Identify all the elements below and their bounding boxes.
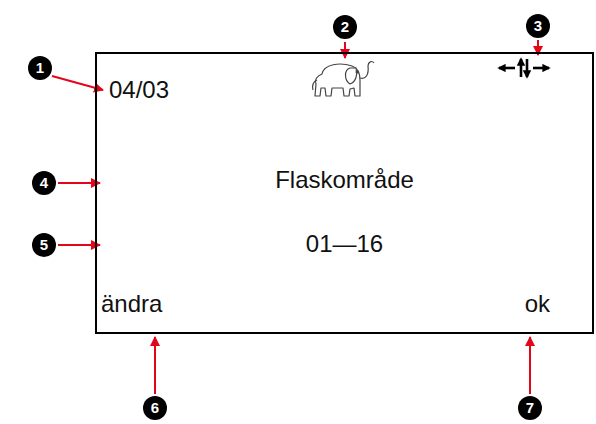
leader-arrow xyxy=(529,337,531,394)
leader-arrows xyxy=(52,40,538,394)
callout-number: 4 xyxy=(32,171,56,195)
leader-arrow xyxy=(154,337,156,394)
leader-arrow xyxy=(58,244,100,246)
up-arrow xyxy=(520,59,523,77)
display-screen: 04/03Flaskområde 01—16 ändra ok xyxy=(95,52,594,334)
screen-text: 01—16 xyxy=(97,230,592,258)
navigation-symbol xyxy=(499,59,549,77)
screen-text: 04/03 xyxy=(109,76,169,104)
callout-number: 5 xyxy=(32,233,56,257)
elephant-tail xyxy=(313,80,317,90)
callout-number: 7 xyxy=(518,396,542,420)
leader-arrow xyxy=(344,42,346,58)
screen-text: ändra xyxy=(101,290,162,318)
right-arrow xyxy=(533,67,549,70)
elephant-eye xyxy=(356,71,358,73)
elephant-trunk xyxy=(360,62,374,79)
callout-number: 2 xyxy=(333,15,357,39)
callout-number: 1 xyxy=(28,56,52,80)
screen-text: ok xyxy=(525,290,550,318)
screen-text: Flaskområde xyxy=(97,166,592,194)
callout-number: 6 xyxy=(143,396,167,420)
callout-number: 3 xyxy=(526,14,550,38)
leader-arrow xyxy=(58,182,100,184)
left-arrow xyxy=(499,67,515,70)
elephant-ear xyxy=(346,68,357,84)
down-arrow xyxy=(526,59,529,77)
elephant-body xyxy=(315,64,360,96)
elephant-icon xyxy=(313,62,374,96)
